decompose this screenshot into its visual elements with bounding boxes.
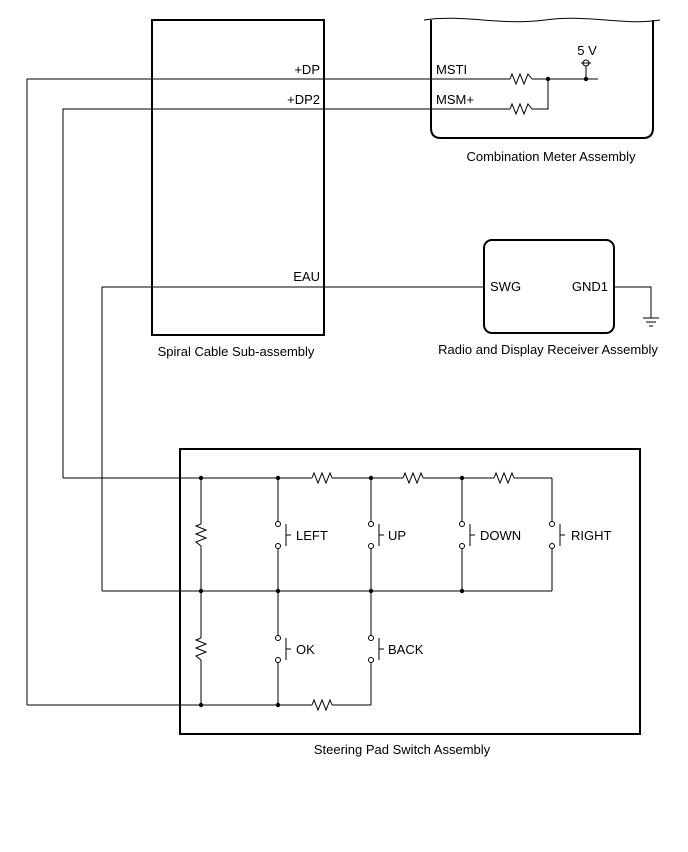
pin-msm-label: MSM+ [436, 92, 474, 107]
resistor-left-upper [194, 523, 208, 547]
resistor-left-lower [194, 637, 208, 661]
wire-dp [26, 78, 510, 705]
steering-pad-title: Steering Pad Switch Assembly [314, 742, 491, 757]
switch-down-label: DOWN [480, 528, 521, 543]
resistor-top-3 [493, 471, 515, 485]
pin-msti-label: MSTI [436, 62, 467, 77]
combination-meter-box [430, 20, 654, 139]
switch-left-label: LEFT [296, 528, 328, 543]
switch-right-label: RIGHT [571, 528, 612, 543]
switch-up [368, 521, 384, 549]
switch-up-label: UP [388, 528, 406, 543]
pin-dp-label: +DP [294, 62, 320, 77]
switch-left [275, 521, 291, 549]
wire-eau [101, 286, 484, 591]
switch-ok [275, 635, 291, 663]
wire-dp2 [62, 108, 510, 478]
switch-right [549, 521, 565, 549]
supply-5v-label: 5 V [577, 43, 597, 58]
pin-dp2-label: +DP2 [287, 92, 320, 107]
switch-back-label: BACK [388, 642, 424, 657]
junction-dots [198, 76, 589, 708]
resistor-bottom [311, 698, 333, 712]
switch-back [368, 635, 384, 663]
combination-meter-title: Combination Meter Assembly [466, 149, 636, 164]
resistor-top-1 [311, 471, 333, 485]
radio-receiver-title: Radio and Display Receiver Assembly [438, 342, 658, 357]
wire-msm-out [532, 79, 549, 110]
pin-gnd1-label: GND1 [572, 279, 608, 294]
resistor-msm [509, 102, 533, 116]
spiral-cable-title: Spiral Cable Sub-assembly [158, 344, 315, 359]
pin-swg-label: SWG [490, 279, 521, 294]
resistor-msti [509, 72, 533, 86]
combination-meter-torn-edge [423, 17, 661, 23]
pin-eau-label: EAU [293, 269, 320, 284]
ground-icon [643, 317, 659, 327]
supply-5v-symbol [581, 59, 591, 67]
switch-down [459, 521, 475, 549]
switch-ok-label: OK [296, 642, 315, 657]
wire-gnd1 [614, 286, 652, 318]
spiral-cable-box [151, 19, 325, 336]
resistor-top-2 [402, 471, 424, 485]
